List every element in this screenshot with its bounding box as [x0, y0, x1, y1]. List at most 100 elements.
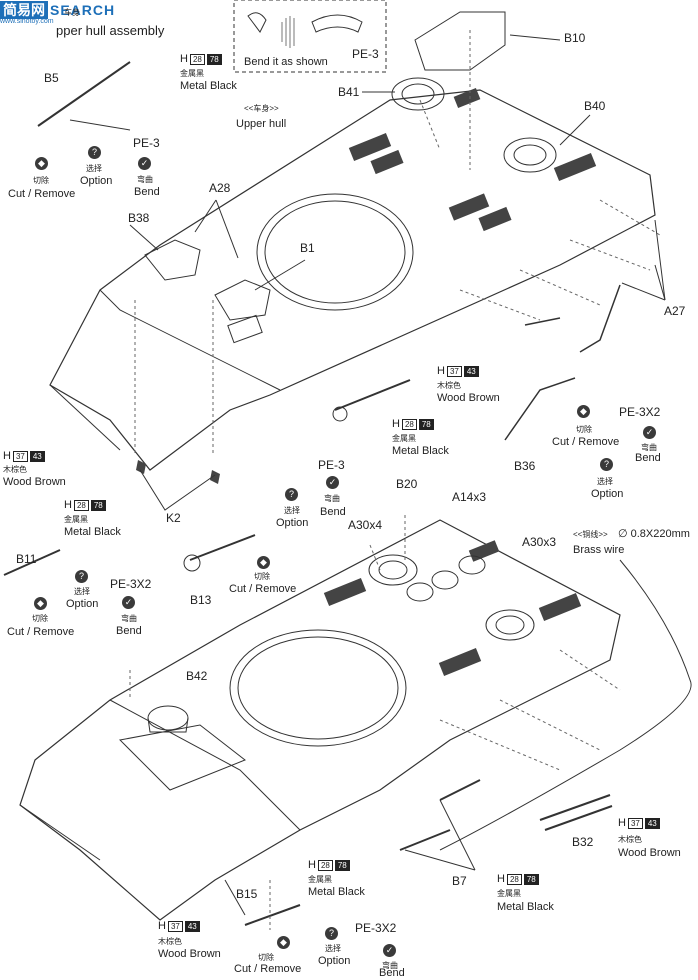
option-icon: ? [75, 570, 88, 583]
label-b5: B5 [44, 71, 59, 85]
watermark-url: www.sinotoy.com [0, 18, 54, 25]
label-pe3x2-bottom: PE-3X2 [355, 921, 397, 935]
bend-label: Bend [379, 967, 405, 979]
paint-cn: 木棕色 [3, 465, 27, 474]
label-b40: B40 [584, 99, 606, 113]
option-label: Option [80, 175, 113, 187]
cut-icon: ◆ [35, 157, 48, 170]
header-cn: 车身 [64, 8, 80, 17]
label-a14x3: A14x3 [452, 490, 487, 504]
bend-hatching [281, 16, 295, 48]
option-cn: 选择 [86, 164, 102, 173]
cut-label: Cut / Remove [552, 436, 620, 448]
paint-name: Metal Black [497, 901, 554, 913]
paint-cn: 金属黑 [392, 434, 416, 443]
bend-icon: ✓ [122, 596, 135, 609]
paint-cn: 金属黑 [180, 69, 204, 78]
paint-cn: 金属黑 [497, 889, 521, 898]
option-icon: ? [600, 458, 613, 471]
paint-name: Wood Brown [618, 847, 681, 859]
option-cn: 选择 [597, 477, 613, 486]
part-b36 [504, 377, 576, 441]
option-icon: ? [285, 488, 298, 501]
label-b10: B10 [564, 31, 586, 45]
paint-code-metal-black-4: H 28 78 [497, 874, 539, 885]
label-pe3-mid: PE-3 [318, 458, 345, 472]
label-a30x4: A30x4 [348, 518, 383, 532]
paint-name: Metal Black [180, 80, 237, 92]
paint-name: Wood Brown [437, 392, 500, 404]
cut-label: Cut / Remove [7, 626, 75, 638]
inset-caption: Bend it as shown [244, 56, 328, 68]
label-b38: B38 [128, 211, 150, 225]
bend-cn: 弯曲 [137, 175, 153, 184]
label-b11: B11 [16, 552, 37, 566]
option-label: Option [66, 598, 99, 610]
option-label: Option [318, 955, 351, 967]
label-b41: B41 [338, 85, 360, 99]
cut-label: Cut / Remove [234, 963, 302, 975]
upper-hull-label: Upper hull [236, 118, 287, 130]
option-label: Option [591, 488, 624, 500]
label-b36: B36 [514, 459, 536, 473]
upper-hull-top [37, 11, 656, 511]
paint-code-wood-brown-4: H 37 43 [158, 921, 200, 932]
bend-icon: ✓ [643, 426, 656, 439]
watermark-prefix: 简易网 [0, 1, 48, 19]
upper-hull-bottom [3, 519, 692, 926]
bend-label: Bend [134, 186, 160, 198]
paint-code-metal-black-1: H 28 78 [180, 54, 222, 65]
label-a30x3: A30x3 [522, 535, 557, 549]
turret-ring-top [256, 193, 414, 311]
label-b1: B1 [300, 241, 315, 255]
watermark-logo: 简易网 SEARCH www.sinotoy.com [0, 0, 115, 25]
cut-icon: ◆ [277, 936, 290, 949]
inset-part-pe3: PE-3 [352, 47, 379, 61]
bend-cn: 弯曲 [324, 494, 340, 503]
option-cn: 选择 [325, 944, 341, 953]
cut-cn: 切除 [33, 176, 49, 185]
paint-name: Wood Brown [158, 948, 221, 960]
paint-code-metal-black-2: H 28 78 [392, 419, 434, 430]
paint-cn: 金属黑 [308, 875, 332, 884]
guide-lines-top [134, 30, 661, 455]
brass-label: Brass wire [573, 544, 625, 556]
fan-b41 [391, 77, 445, 111]
paint-name: Wood Brown [3, 476, 66, 488]
cut-cn: 切除 [32, 614, 48, 623]
brass-wire [439, 559, 692, 851]
paint-code-wood-brown-1: H 37 43 [437, 366, 479, 377]
paint-code-metal-black-5: H 28 78 [308, 860, 350, 871]
paint-code-wood-brown-3: H 37 43 [618, 818, 660, 829]
paint-name: Metal Black [308, 886, 365, 898]
option-label: Option [276, 517, 309, 529]
label-a27: A27 [664, 304, 686, 318]
guide-lines-bottom [129, 515, 621, 930]
part-b42 [147, 705, 189, 731]
part-b38 [144, 239, 201, 281]
option-icon: ? [88, 146, 101, 159]
label-b32: B32 [572, 835, 594, 849]
paint-code-metal-black-3: H 28 78 [64, 500, 106, 511]
option-cn: 选择 [284, 506, 300, 515]
bend-cn: 弯曲 [121, 614, 137, 623]
label-b7: B7 [452, 874, 467, 888]
label-a28: A28 [209, 181, 231, 195]
leader-lines [129, 34, 666, 916]
part-b11 [3, 549, 61, 576]
cut-icon: ◆ [257, 556, 270, 569]
bend-icon: ✓ [383, 944, 396, 957]
cut-cn: 切除 [576, 425, 592, 434]
paint-cn: 木棕色 [437, 381, 461, 390]
paint-code-wood-brown-2: H 37 43 [3, 451, 45, 462]
brass-cn: <<铜线>> [573, 530, 608, 539]
part-b1 [214, 279, 271, 321]
turret-ring-bottom [229, 629, 407, 747]
clip-shape-2 [311, 14, 363, 33]
cut-icon: ◆ [34, 597, 47, 610]
paint-name: Metal Black [392, 445, 449, 457]
label-pe3x2-left: PE-3X2 [110, 577, 152, 591]
label-b42: B42 [186, 669, 208, 683]
tool-b13 [189, 534, 256, 561]
